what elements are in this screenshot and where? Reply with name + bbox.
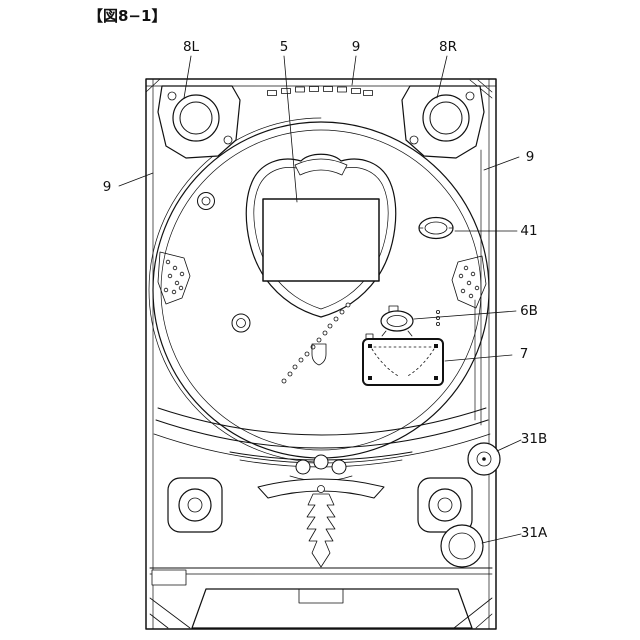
label-9-left: 9 bbox=[103, 179, 112, 195]
reference-labels: 8L 5 9 8R 9 9 41 6B 7 31B 31A bbox=[103, 39, 548, 541]
mini-shield bbox=[311, 343, 327, 366]
label-8R: 8R bbox=[439, 39, 457, 55]
label-7: 7 bbox=[520, 346, 529, 362]
label-8L: 8L bbox=[183, 39, 200, 55]
leader-9-right bbox=[483, 156, 520, 171]
decor-rings bbox=[197, 192, 251, 333]
leader-7 bbox=[444, 354, 513, 362]
label-31A: 31A bbox=[521, 525, 548, 541]
leader-9-top bbox=[351, 55, 357, 86]
corner-ornament-left bbox=[157, 85, 241, 159]
label-9-top: 9 bbox=[352, 39, 361, 55]
leader-31B bbox=[496, 439, 522, 452]
center-ornament bbox=[257, 454, 385, 568]
label-9-right: 9 bbox=[526, 149, 535, 165]
top-vents bbox=[267, 86, 373, 96]
oval-gate-41 bbox=[418, 216, 454, 240]
label-41: 41 bbox=[520, 223, 537, 239]
leader-9-left bbox=[118, 172, 154, 187]
figure-title: 【図8−1】 bbox=[88, 7, 166, 25]
label-5: 5 bbox=[280, 39, 289, 55]
leader-6B bbox=[413, 310, 517, 320]
roller-31A bbox=[440, 524, 484, 568]
corner-ornament-right bbox=[401, 85, 485, 159]
leader-8R bbox=[436, 55, 448, 99]
label-31B: 31B bbox=[521, 431, 547, 447]
bottom-tray bbox=[149, 567, 493, 629]
center-crest bbox=[245, 153, 397, 318]
bottom-assembly bbox=[167, 451, 473, 568]
leader-31A bbox=[481, 533, 522, 544]
pocket-6B bbox=[380, 305, 440, 337]
side-cluster-left bbox=[157, 251, 191, 305]
side-cluster-right bbox=[451, 255, 487, 309]
roller-31B bbox=[467, 442, 501, 476]
display-screen bbox=[262, 198, 380, 282]
leader-lines bbox=[118, 55, 522, 544]
leader-8L bbox=[183, 55, 192, 99]
attacker-7 bbox=[362, 333, 444, 386]
leader-5 bbox=[283, 55, 298, 203]
left-pocket bbox=[167, 477, 223, 533]
center-spike bbox=[306, 493, 336, 568]
right-pocket bbox=[417, 477, 473, 533]
label-6B: 6B bbox=[520, 303, 538, 319]
ball-path-dots bbox=[281, 302, 351, 384]
